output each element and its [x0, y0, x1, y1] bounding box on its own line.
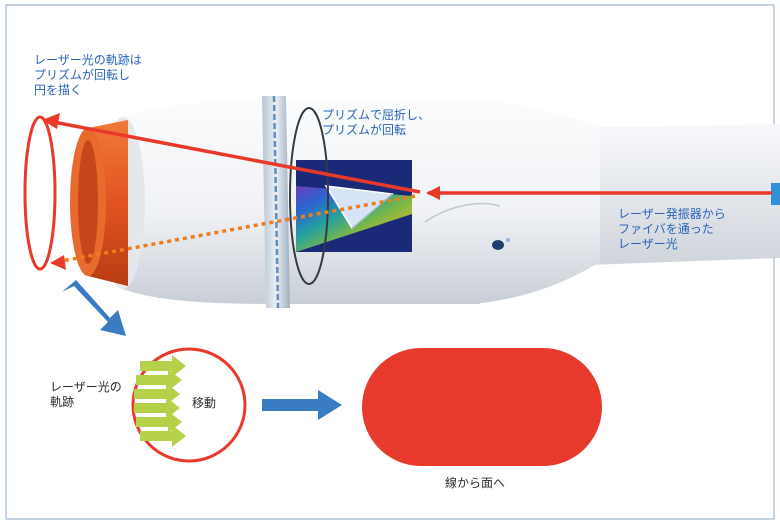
refracted-beam-upper: [47, 119, 421, 194]
ring-stripe: [272, 95, 280, 309]
laser-source-label-line2: ファイバを通った: [618, 222, 714, 236]
frame-border: [5, 4, 775, 520]
trajectory-label: レーザー光の 軌跡: [50, 380, 122, 410]
line-to-surface-label: 線から面へ: [445, 476, 506, 490]
trajectory-label-line1: レーザー光の: [50, 380, 122, 394]
prism-label-line1: プリズムで屈折し、: [322, 108, 431, 122]
prism-rotation-ellipse: [289, 107, 329, 285]
movement-label: 移動: [192, 396, 217, 410]
block-arrow-icon-diagonal: [62, 280, 126, 336]
green-movement-arrows: [134, 355, 186, 447]
laser-source-label-line3: レーザー光: [618, 237, 678, 251]
nozzle-inner: [78, 140, 98, 264]
laser-source-marker: [771, 183, 780, 205]
block-arrow-icon-right: [262, 390, 342, 420]
prism-panel: [296, 160, 412, 252]
trace-circle-label-line2: プリズムが回転し: [34, 68, 131, 82]
red-surface-area: [362, 348, 602, 466]
body-screw: [492, 240, 504, 250]
trajectory-label-line2: 軌跡: [50, 395, 75, 409]
laser-beams: [23, 113, 772, 271]
lower-arrowhead: [50, 255, 66, 270]
trajectory-circle: [131, 347, 247, 463]
prism-label: プリズムで屈折し、 プリズムが回転: [322, 108, 430, 138]
body-taper: [470, 100, 600, 304]
body-seam: [424, 202, 501, 223]
laser-source-label: レーザー発振器から ファイバを通った レーザー光: [618, 207, 726, 252]
trace-circle-label: レーザー光の軌跡は プリズムが回転し 円を描く: [34, 53, 142, 98]
laser-trace-circle: [23, 115, 57, 271]
rotation-ring-icon: [262, 96, 290, 308]
trace-circle-label-line3: 円を描く: [34, 83, 83, 97]
prism-label-line2: プリズムが回転: [322, 123, 407, 137]
upper-arrowhead: [42, 113, 60, 129]
laser-source-label-line1: レーザー発振器から: [618, 207, 726, 221]
blue-arrows: [62, 280, 342, 420]
refracted-beam-lower: [55, 194, 416, 264]
fiber-tube: [560, 124, 780, 266]
trace-circle-label-line1: レーザー光の軌跡は: [34, 53, 142, 67]
incoming-arrowhead: [426, 186, 440, 200]
